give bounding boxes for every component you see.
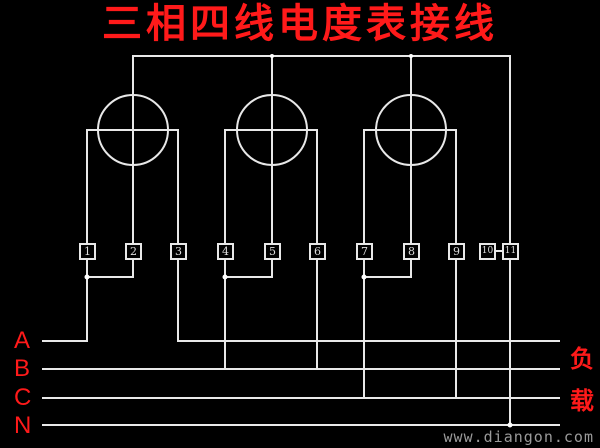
diagram-title: 三相四线电度表接线	[102, 0, 498, 47]
terminal-6: 6	[309, 243, 326, 260]
terminal-2: 2	[125, 243, 142, 260]
terminal-3: 3	[170, 243, 187, 260]
load-label-2: 载	[570, 386, 594, 415]
terminal-11: 11	[502, 243, 519, 260]
terminal-5: 5	[264, 243, 281, 260]
phase-label-a: A	[14, 327, 31, 354]
watermark: www.diangon.com	[443, 428, 594, 446]
terminal-4: 4	[217, 243, 234, 260]
terminal-1: 1	[79, 243, 96, 260]
terminal-10: 10	[479, 243, 496, 260]
terminal-8: 8	[403, 243, 420, 260]
load-label-1: 负	[570, 344, 594, 373]
terminal-9: 9	[448, 243, 465, 260]
phase-label-n: N	[14, 412, 32, 439]
voltage-bus-wire	[132, 55, 511, 425]
phase-label-b: B	[14, 355, 31, 382]
phase-label-c: C	[14, 384, 32, 411]
terminal-7: 7	[356, 243, 373, 260]
